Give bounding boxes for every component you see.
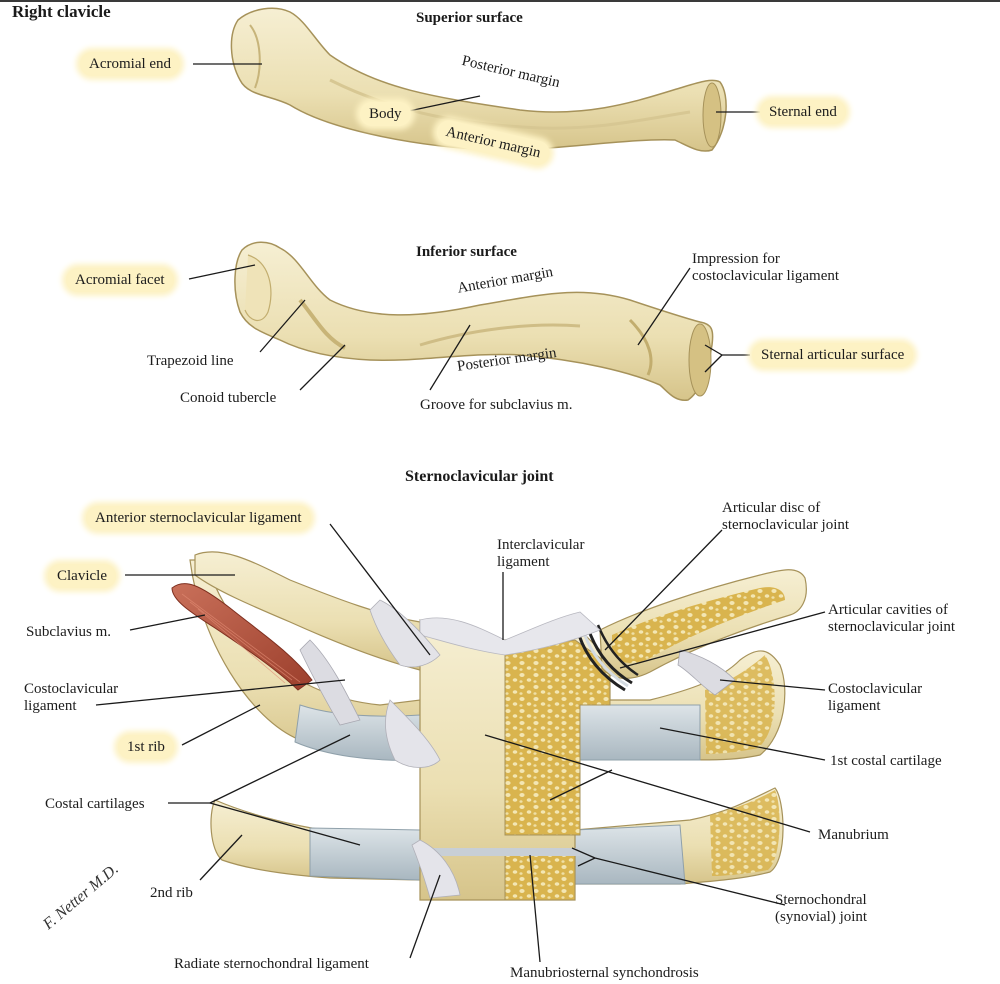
- leader-lines: [95, 63, 826, 963]
- heading-sternoclavicular-joint: Sternoclavicular joint: [405, 468, 554, 485]
- label-interclavicular-line2: ligament: [497, 554, 550, 570]
- label-groove-subclavius: Groove for subclavius m.: [420, 397, 573, 413]
- label-articular-cavities-line2: sternoclavicular joint: [828, 619, 956, 635]
- label-manubrium: Manubrium: [818, 827, 889, 843]
- label-impression-line1: Impression for: [692, 251, 780, 267]
- label-sternal-end: Sternal end: [760, 100, 846, 124]
- label-articular-disc-line2: sternoclavicular joint: [722, 517, 850, 533]
- label-articular-cavities-line1: Articular cavities of: [828, 602, 948, 618]
- heading-superior-surface: Superior surface: [416, 10, 523, 26]
- label-radiate-sternochondral-ligament: Radiate sternochondral ligament: [174, 956, 369, 972]
- clavicle-inferior-view: [234, 241, 714, 401]
- label-costal-cartilages: Costal cartilages: [45, 796, 145, 812]
- sternoclavicular-joint-illustration: [171, 551, 807, 901]
- label-anterior-sternoclavicular-ligament: Anterior sternoclavicular ligament: [86, 506, 311, 530]
- label-sternochondral-line1: Sternochondral: [775, 892, 867, 908]
- label-articular-disc-line1: Articular disc of: [722, 500, 821, 516]
- label-costoclavicular-left-line2: ligament: [24, 698, 77, 714]
- label-costoclavicular-right-line1: Costoclavicular: [828, 681, 923, 697]
- label-manubriosternal-synchondrosis: Manubriosternal synchondrosis: [510, 965, 699, 981]
- label-acromial-facet: Acromial facet: [66, 268, 174, 292]
- label-sternochondral-line2: (synovial) joint: [775, 909, 868, 925]
- label-costoclavicular-right-line2: ligament: [828, 698, 881, 714]
- label-subclavius-muscle: Subclavius m.: [26, 624, 111, 640]
- label-impression-line2: costoclavicular ligament: [692, 268, 840, 284]
- figure-title: Right clavicle: [12, 2, 111, 21]
- label-first-rib: 1st rib: [118, 735, 174, 759]
- heading-inferior-surface: Inferior surface: [416, 244, 517, 260]
- label-body: Body: [360, 102, 411, 126]
- label-sternal-articular-surface: Sternal articular surface: [752, 343, 914, 367]
- label-costoclavicular-left-line1: Costoclavicular: [24, 681, 119, 697]
- label-acromial-end: Acromial end: [80, 52, 181, 76]
- label-first-costal-cartilage: 1st costal cartilage: [830, 753, 942, 769]
- label-second-rib: 2nd rib: [150, 885, 193, 901]
- label-interclavicular-line1: Interclavicular: [497, 537, 585, 553]
- label-trapezoid-line: Trapezoid line: [147, 353, 234, 369]
- top-border: [0, 0, 1000, 2]
- label-conoid-tubercle: Conoid tubercle: [180, 390, 277, 406]
- label-clavicle: Clavicle: [48, 564, 116, 588]
